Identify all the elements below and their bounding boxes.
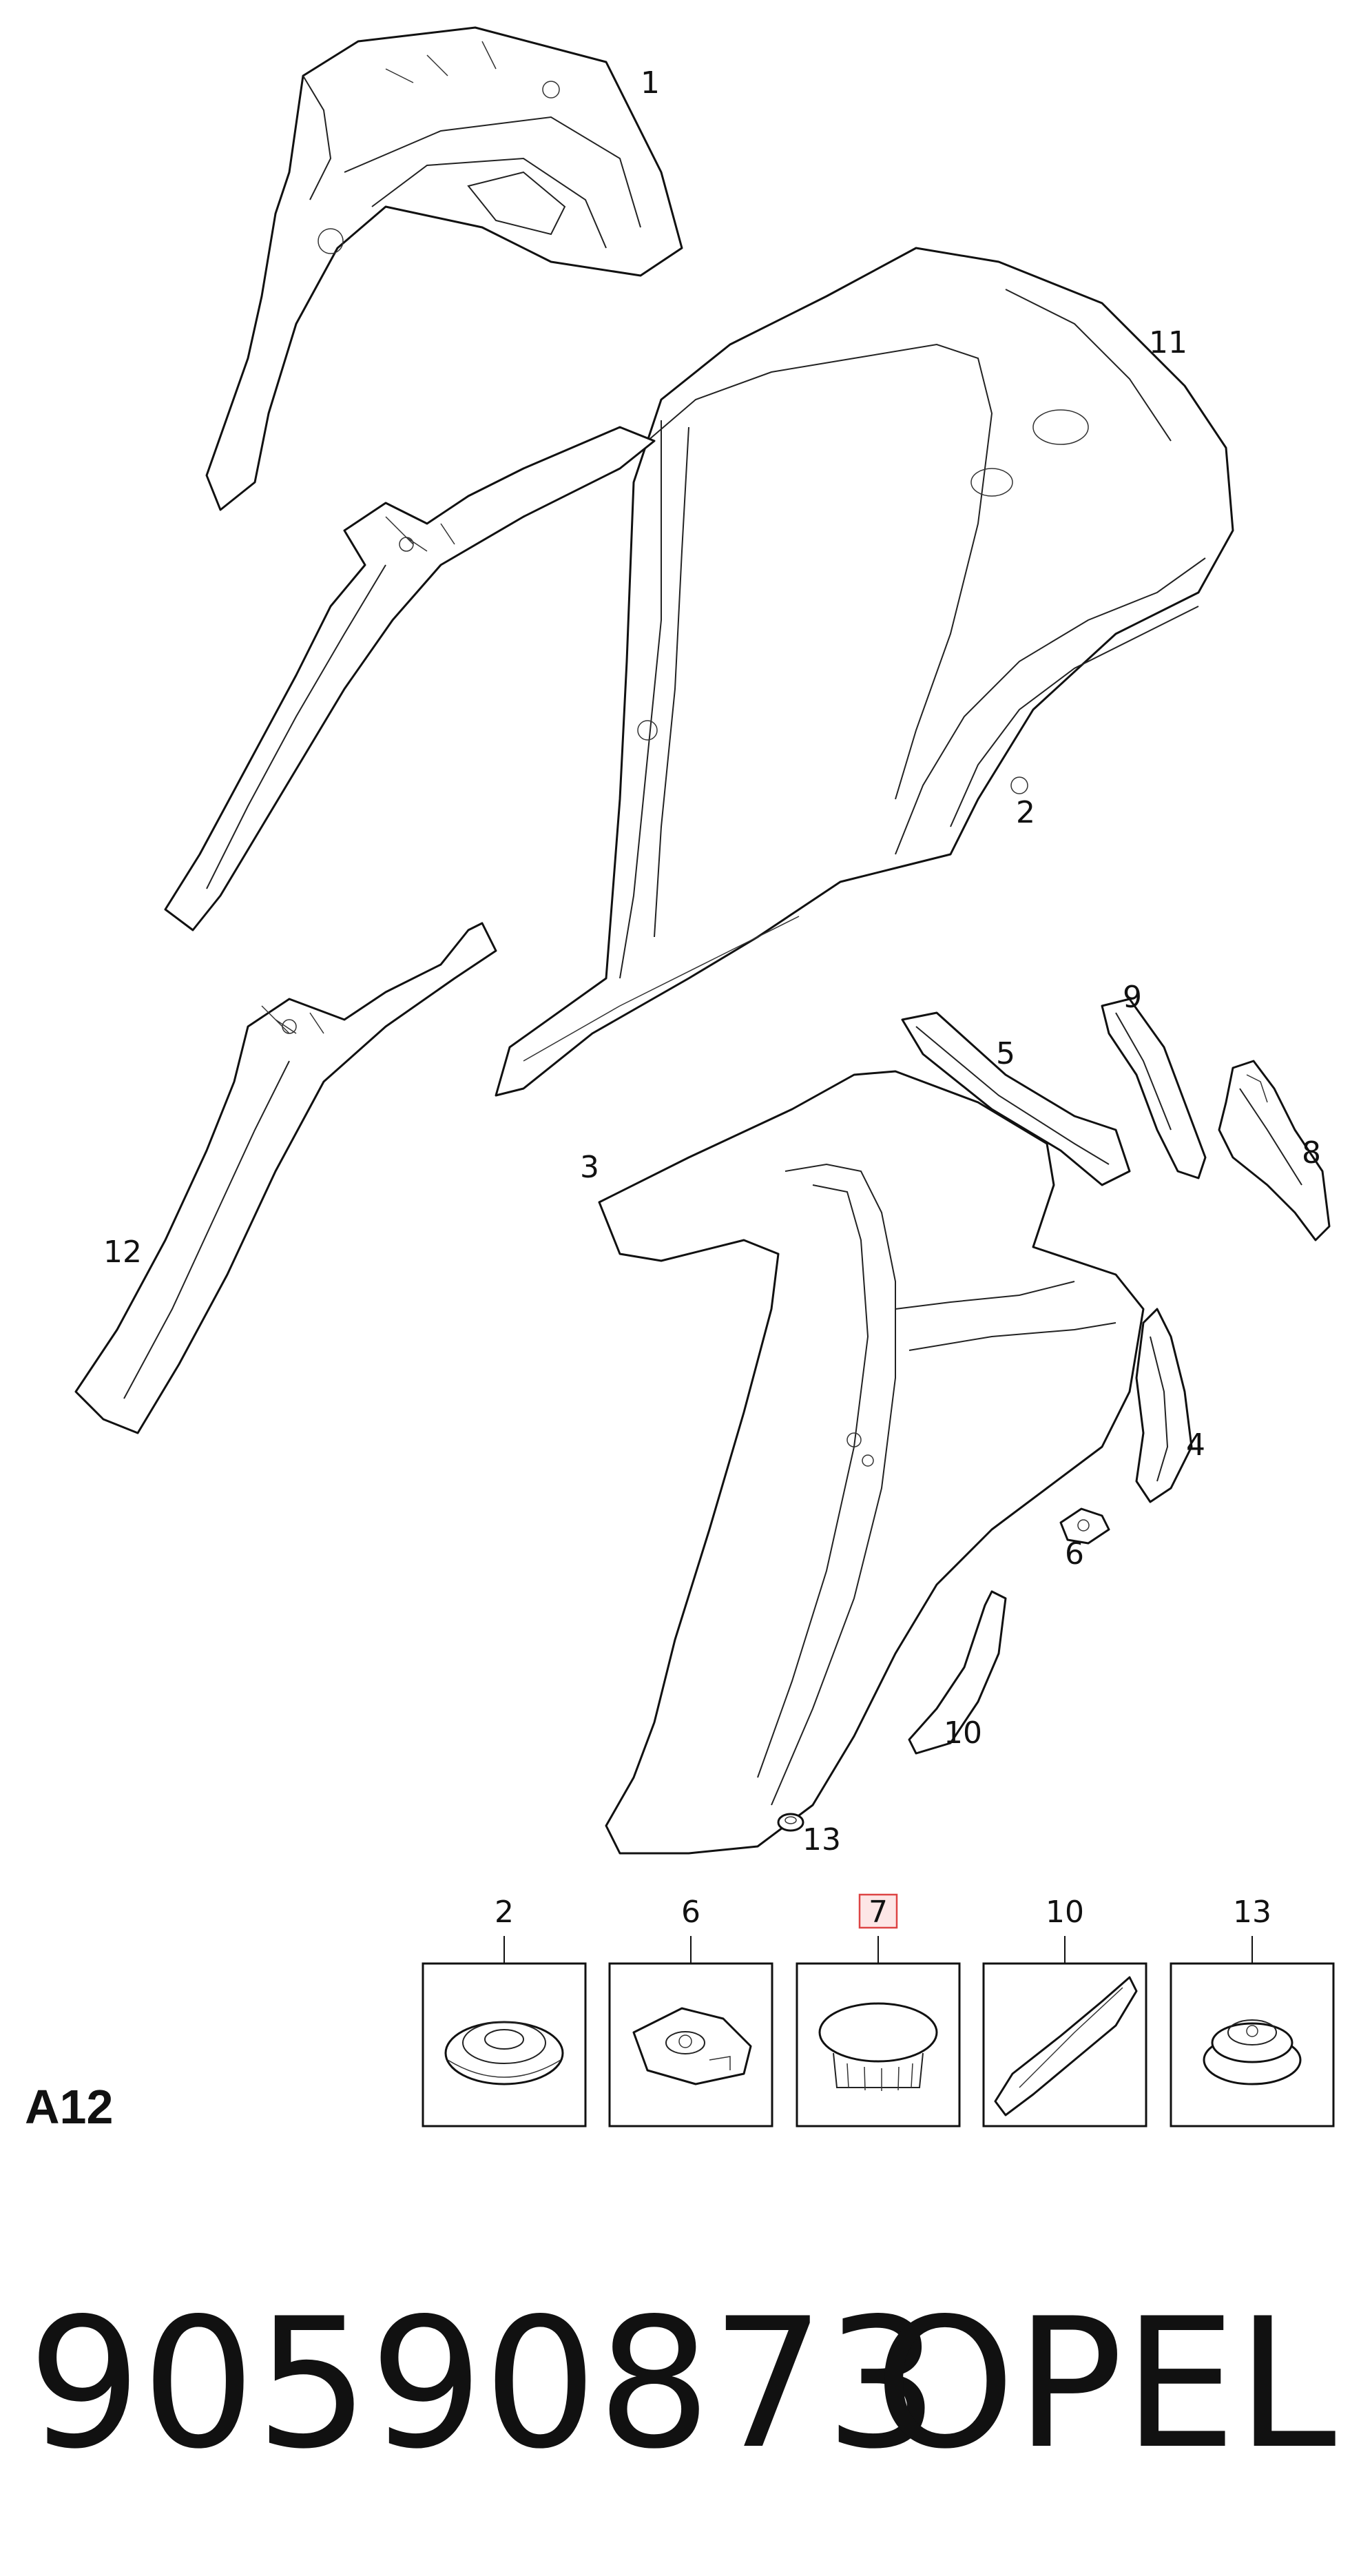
thumbnail-part-7[interactable]: 7 [796,1893,961,2127]
callout-6: 6 [1065,1536,1084,1572]
rail-upper-drawing [164,426,656,931]
thumbnail-part-2[interactable]: 2 [422,1895,587,2127]
callout-13: 13 [802,1822,841,1857]
part-5-drawing [901,1011,1131,1186]
diagram-code: A12 [25,2080,113,2134]
part-4-drawing [1135,1308,1193,1503]
part-9-drawing [1101,998,1207,1179]
callout-5: 5 [996,1036,1015,1071]
thumbnail-label: 7 [869,1895,888,1930]
thumbnail-label: 13 [1233,1895,1271,1930]
part-1-drawing [205,26,683,511]
part-12-drawing [74,922,497,1434]
callout-1: 1 [641,65,660,101]
part-6-drawing [1059,1507,1110,1545]
thumbnail-label: 2 [495,1895,514,1930]
callout-2: 2 [1016,795,1035,830]
thumbnail-label: 10 [1046,1895,1084,1930]
thumbnail-part-10[interactable]: 10 [982,1895,1147,2127]
callout-12: 12 [103,1235,142,1270]
thumbnail-label: 6 [681,1895,700,1930]
part-8-drawing [1218,1060,1331,1241]
highlight-marker [858,1893,898,1929]
callout-4: 4 [1186,1428,1205,1463]
callout-9: 9 [1123,980,1142,1015]
part-13-drawing [777,1813,804,1832]
callout-11: 11 [1149,325,1187,360]
callout-8: 8 [1302,1135,1321,1171]
part-10-drawing [908,1590,1007,1755]
thumbnail-part-6[interactable]: 6 [608,1895,773,2127]
callout-3: 3 [580,1150,599,1185]
callout-10: 10 [944,1715,982,1751]
part-number: 90590873 [28,2280,939,2489]
part-3-drawing [598,1070,1145,1855]
brand-name: OPEL [874,2280,1337,2489]
thumbnail-row: 2 6 7 10 [422,1893,1335,2127]
thumbnail-part-13[interactable]: 13 [1170,1895,1335,2127]
part-11-drawing [495,247,1234,1097]
